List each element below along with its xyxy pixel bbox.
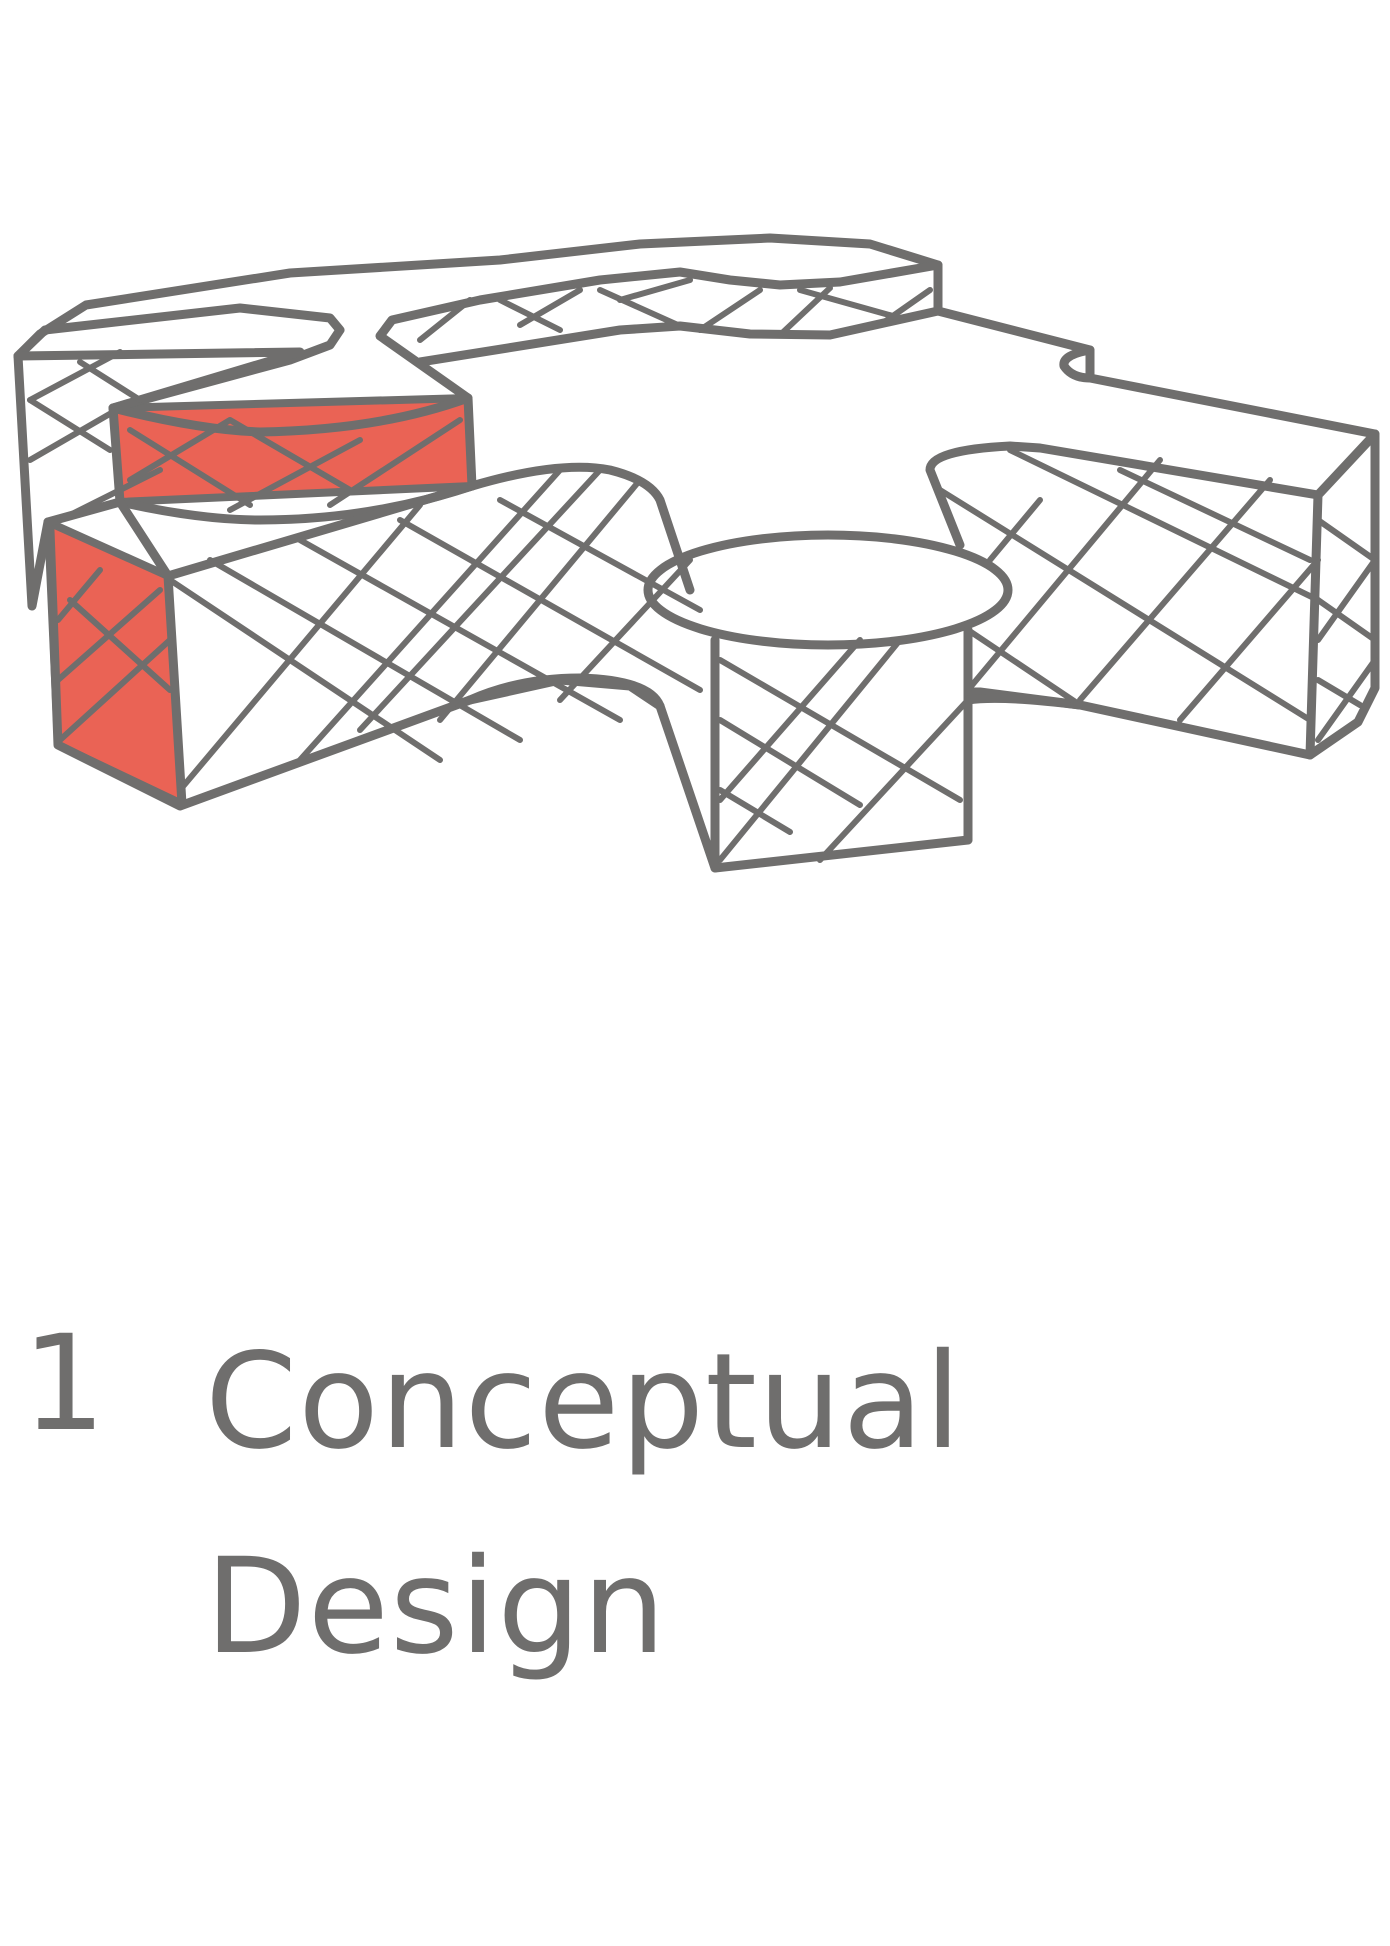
roof-notch (375, 260, 943, 403)
block-top-edge (108, 393, 477, 525)
cylinder-top (643, 530, 1013, 650)
step-title: Conceptual Design (205, 1325, 963, 1684)
cylinder-body (710, 625, 973, 873)
block-left-edge (43, 481, 477, 809)
step-caption: 1 Conceptual Design (0, 1300, 1390, 1720)
building-massing-illustration (13, 233, 1380, 873)
step-number: 1 (22, 1307, 106, 1461)
right-tab (1059, 345, 1095, 383)
crosshatch-pattern (27, 277, 1378, 863)
right-wing (925, 429, 1380, 760)
